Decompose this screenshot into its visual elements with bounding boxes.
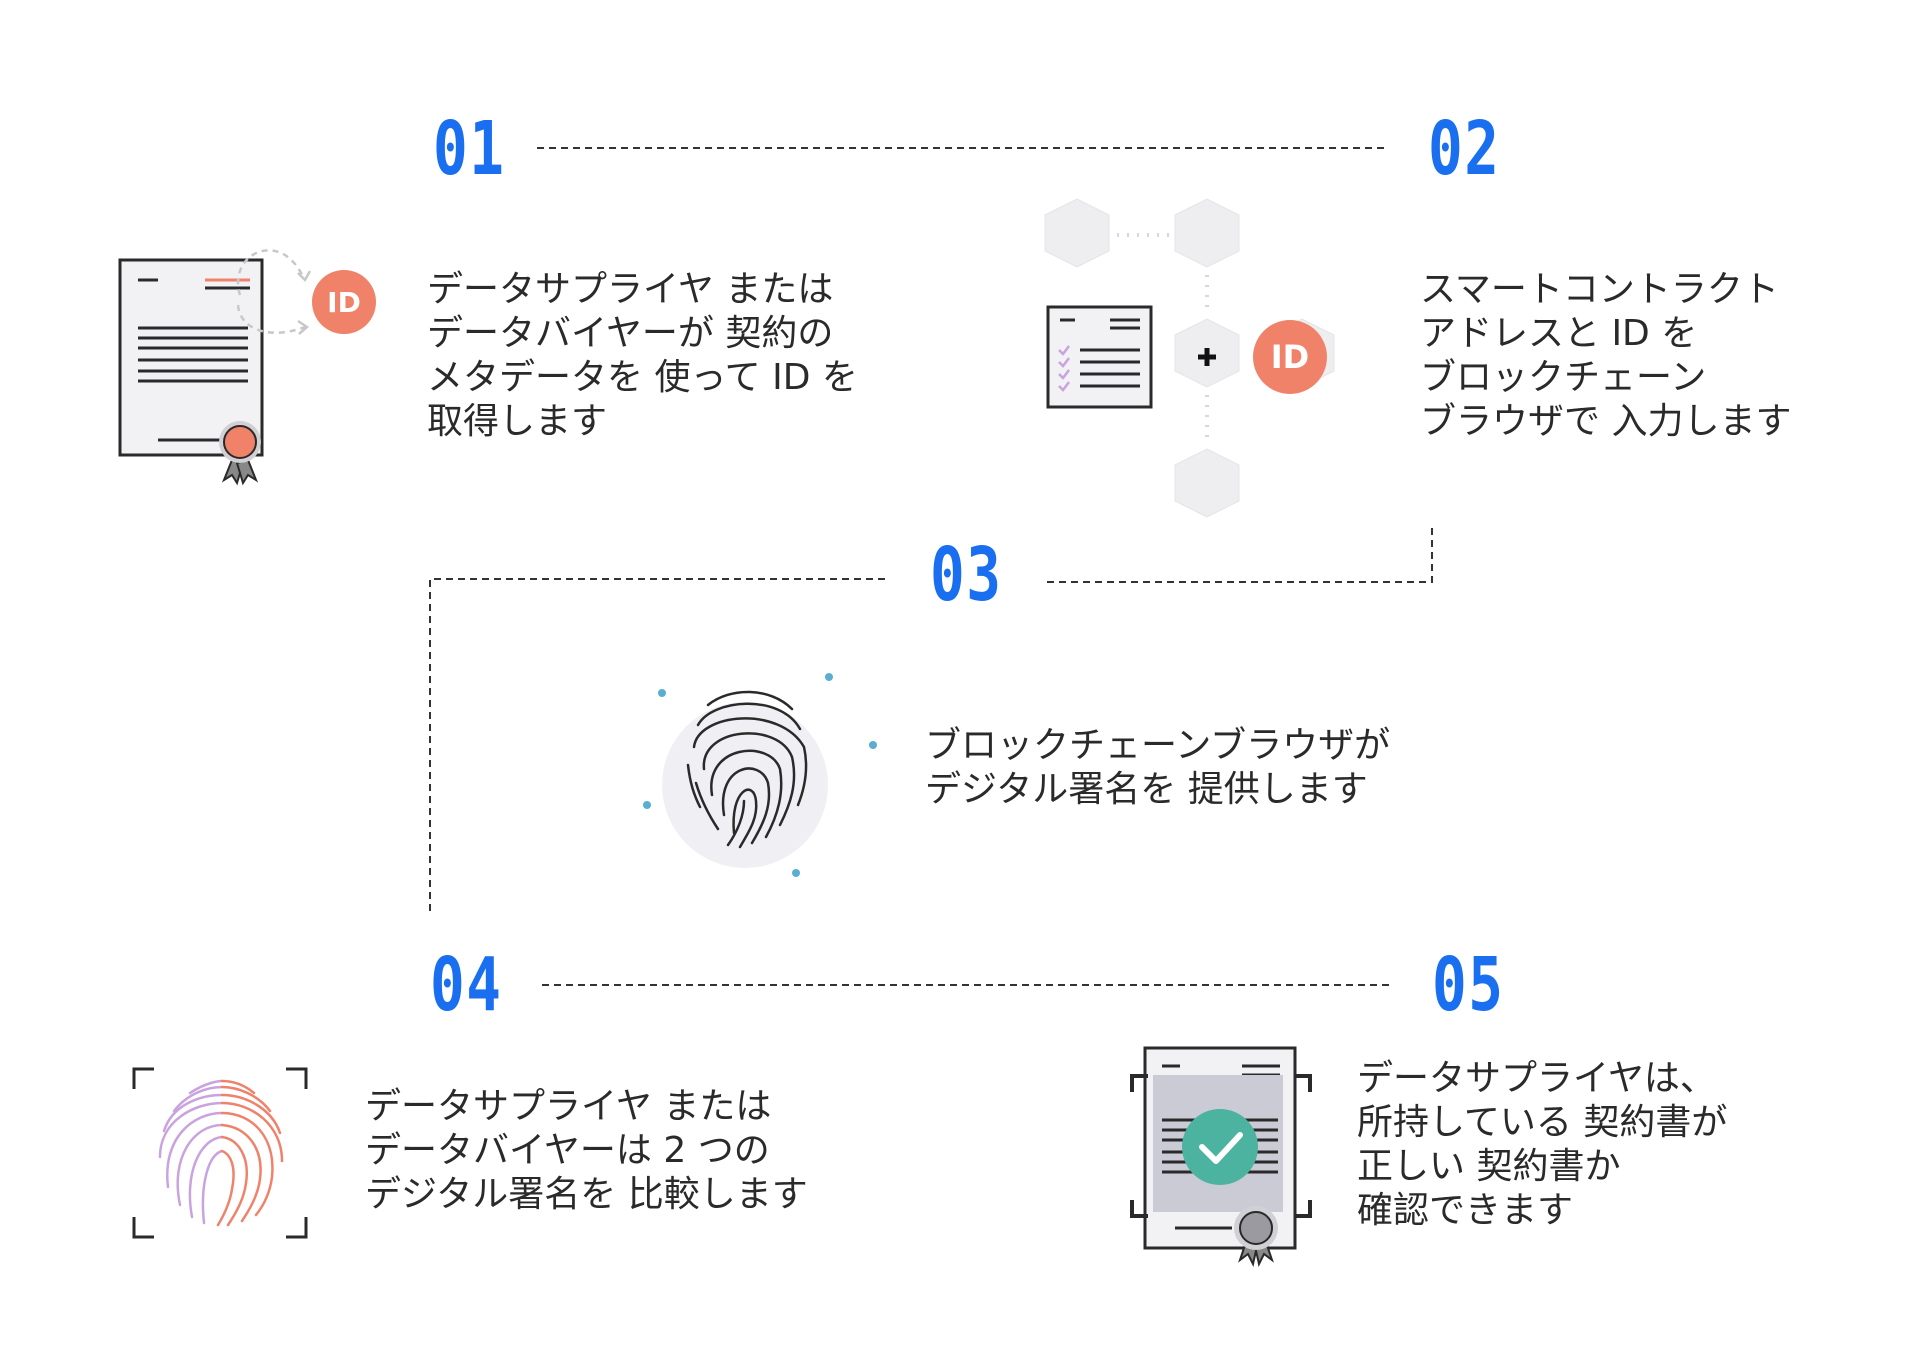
step-05-text: データサプライヤは、 所持している 契約書が 正しい 契約書か 確認できます	[1357, 1058, 1728, 1231]
blockchain-document-icon	[1044, 198, 1335, 518]
verified-certificate-icon	[1130, 1046, 1312, 1267]
certificate-document-icon	[118, 249, 312, 486]
step-04-text: データサプライヤ または データバイヤーは 2 つの デジタル署名を 比較します	[365, 1086, 808, 1215]
id-badge-icon-2: ID	[1253, 320, 1327, 394]
step-02-text: スマートコントラクト アドレスと ID を ブロックチェーン ブラウザで 入力し…	[1420, 269, 1792, 442]
step-number-04: 04	[430, 942, 503, 1028]
connector-03-04	[429, 578, 885, 915]
step-number-02: 02	[1428, 106, 1501, 192]
id-badge-icon: ID	[312, 270, 376, 334]
step-03-text: ブロックチェーンブラウザが デジタル署名を 提供します	[925, 725, 1391, 810]
step-number-05: 05	[1432, 942, 1505, 1028]
step-01-text: データサプライヤ または データバイヤーが 契約の メタデータを 使って ID …	[427, 269, 858, 442]
connector-02-03	[1045, 528, 1433, 583]
fingerprint-scan-icon	[132, 1067, 308, 1239]
step-number-03: 03	[930, 532, 1003, 618]
fingerprint-icon	[643, 673, 877, 877]
step-number-01: 01	[433, 106, 506, 192]
